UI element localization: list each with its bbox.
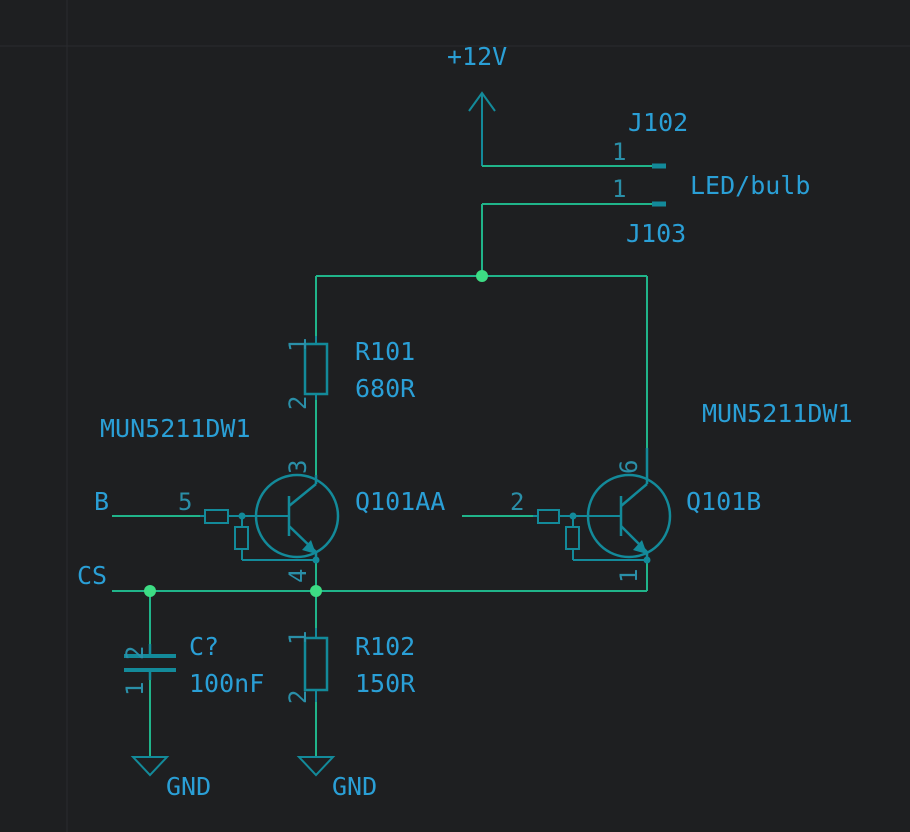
resistor-r101[interactable]: 1 2 R101 680R: [284, 336, 416, 410]
qb-ref: Q101B: [686, 487, 761, 516]
net-label-cs[interactable]: CS: [77, 561, 107, 590]
qa-r2-body: [234, 526, 249, 550]
cap-pin-top: 2: [121, 646, 149, 660]
connector-j103[interactable]: 1 J103: [482, 175, 686, 248]
r102-pin1: 1: [284, 631, 312, 645]
r102-pin2: 2: [284, 690, 312, 704]
junction-cap: [144, 585, 156, 597]
qa-collector-line: [288, 483, 317, 507]
qa-emitter-arrow: [302, 540, 316, 554]
wires: [112, 204, 648, 757]
connector-value-label: LED/bulb: [690, 171, 810, 200]
vcc-label: +12V: [447, 42, 507, 71]
net-label-b[interactable]: B: [94, 487, 109, 516]
qa-emitter-node: [312, 556, 320, 564]
r101-value: 680R: [355, 374, 416, 403]
cap-pin-bottom: 1: [121, 682, 149, 696]
r102-value: 150R: [355, 669, 416, 698]
gnd-label-cap: GND: [166, 772, 211, 801]
qa-pin-base: 5: [178, 488, 192, 516]
r101-pin1: 1: [284, 338, 312, 352]
gnd-label-r102: GND: [332, 772, 377, 801]
junction-top: [476, 270, 488, 282]
ground-symbol-r102[interactable]: GND: [296, 756, 377, 801]
vcc-power-symbol[interactable]: +12V: [447, 42, 507, 166]
r101-pin2: 2: [284, 396, 312, 410]
junction-r102: [310, 585, 322, 597]
qa-r1-body: [204, 509, 229, 524]
qb-pin-collector: 6: [615, 460, 643, 474]
transistor-q101b[interactable]: 2 6 1 Q101B MUN5211DW1: [510, 399, 853, 583]
capacitor-c[interactable]: 2 1 C? 100nF: [121, 632, 264, 698]
j102-pin-number: 1: [612, 138, 626, 166]
resistor-r102[interactable]: 1 2 R102 150R: [284, 628, 416, 704]
qa-ref: Q101AA: [355, 487, 445, 516]
j103-ref: J103: [626, 219, 686, 248]
qb-value: MUN5211DW1: [702, 399, 853, 428]
j103-pin-number: 1: [612, 175, 626, 203]
qa-pin-collector: 3: [284, 460, 312, 474]
connector-j102[interactable]: 1 J102: [482, 108, 688, 169]
qb-pin-emitter: 1: [615, 569, 643, 583]
qb-emitter-arrow: [633, 540, 647, 554]
r102-ref: R102: [355, 632, 415, 661]
cap-ref: C?: [189, 632, 219, 661]
r101-ref: R101: [355, 337, 415, 366]
qb-pin-base: 2: [510, 488, 524, 516]
ground-icon: [296, 756, 336, 777]
qb-r1-body: [537, 509, 560, 524]
qb-collector-line: [620, 483, 648, 507]
qb-r2-body: [565, 526, 580, 550]
transistor-q101aa[interactable]: 5 3 4 Q101AA MUN5211DW1: [100, 414, 445, 583]
cap-value: 100nF: [189, 669, 264, 698]
ground-symbol-cap[interactable]: GND: [130, 756, 211, 801]
qb-emitter-node: [643, 556, 651, 564]
qa-pin-emitter: 4: [284, 569, 312, 583]
ground-icon: [130, 756, 170, 777]
qa-value: MUN5211DW1: [100, 414, 251, 443]
j102-ref: J102: [628, 108, 688, 137]
